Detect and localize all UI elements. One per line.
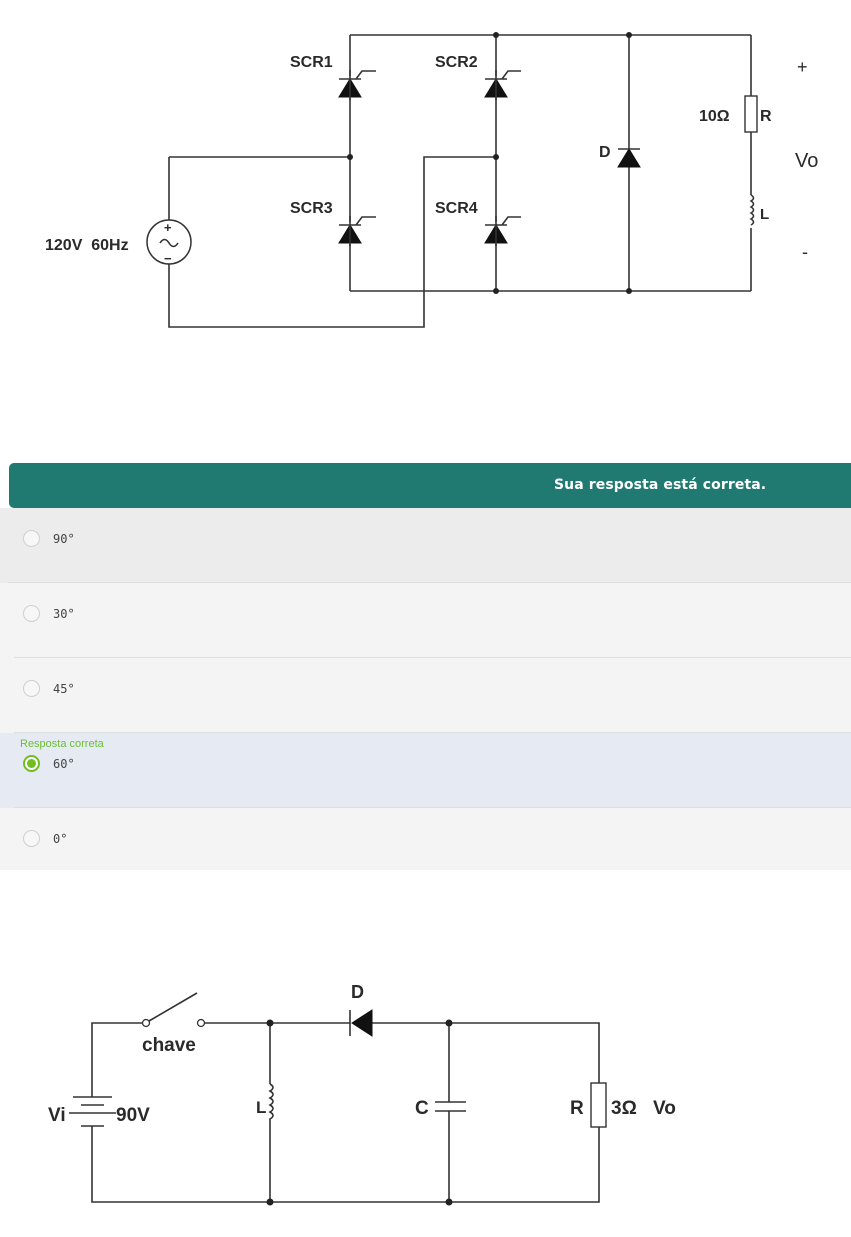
source-value-label: 90V	[116, 1105, 150, 1126]
switch-label: chave	[142, 1035, 196, 1056]
radio-button[interactable]	[23, 605, 40, 622]
junction-dot	[267, 1020, 274, 1027]
answer-label: 45°	[53, 682, 75, 696]
junction-dot	[493, 154, 499, 160]
answer-option-90[interactable]: 90°	[0, 508, 851, 583]
radio-button[interactable]	[23, 530, 40, 547]
answer-label: 0°	[53, 832, 67, 846]
junction-dot	[446, 1199, 453, 1206]
feedback-message: Sua resposta está correta.	[554, 477, 766, 493]
output-label: Vo	[795, 150, 818, 172]
capacitor-label: C	[415, 1098, 429, 1119]
scr3-label: SCR3	[290, 200, 333, 217]
junction-dot	[347, 154, 353, 160]
answer-option-0[interactable]: 0°	[0, 808, 851, 870]
correct-answer-tag: Resposta correta	[20, 738, 104, 750]
output-minus-label: -	[802, 242, 808, 262]
scr4-symbol	[482, 216, 521, 246]
diode-symbol	[350, 1010, 372, 1036]
resistor-symbol	[745, 96, 757, 132]
junction-dot	[493, 32, 499, 38]
resistor-symbol	[591, 1083, 606, 1127]
scr3-symbol	[336, 216, 376, 246]
diode-label: D	[351, 982, 364, 1002]
answer-label: 90°	[53, 532, 75, 546]
output-plus-label: +	[797, 57, 808, 77]
circuit-diagram-bridge: SCR1 SCR2 SCR3 SCR4 D 10Ω R L + Vo - 120…	[0, 0, 851, 340]
inductor-label: L	[256, 1098, 266, 1117]
source-name-label: Vi	[48, 1105, 66, 1126]
radio-button[interactable]	[23, 680, 40, 697]
scr1-label: SCR1	[290, 54, 333, 71]
source-plus-label: +	[164, 220, 172, 235]
inductor-symbol	[270, 1084, 273, 1124]
answer-label: 30°	[53, 607, 75, 621]
switch-symbol	[143, 993, 205, 1027]
inductor-symbol	[751, 195, 754, 225]
junction-dot	[626, 288, 632, 294]
freewheel-diode-symbol	[618, 149, 640, 167]
answer-label: 60°	[53, 757, 75, 771]
radio-button-selected[interactable]	[23, 755, 40, 772]
junction-dot	[493, 288, 499, 294]
capacitor-symbol	[435, 1102, 466, 1111]
resistor-value: 3Ω	[611, 1098, 637, 1119]
answer-options: 90° 30° 45° Resposta correta 60° 0°	[0, 508, 851, 870]
resistor-value: 10Ω	[699, 108, 730, 125]
diode-label: D	[599, 144, 611, 161]
answer-option-30[interactable]: 30°	[0, 583, 851, 658]
answer-option-60[interactable]: Resposta correta 60°	[0, 733, 851, 808]
scr4-label: SCR4	[435, 200, 478, 217]
radio-button[interactable]	[23, 830, 40, 847]
source-label: 120V 60Hz	[45, 237, 129, 254]
scr1-symbol	[336, 70, 376, 100]
answer-option-45[interactable]: 45°	[0, 658, 851, 733]
scr2-label: SCR2	[435, 54, 478, 71]
feedback-banner: Sua resposta está correta.	[9, 463, 851, 508]
junction-dot	[446, 1020, 453, 1027]
junction-dot	[267, 1199, 274, 1206]
circuit-diagram-converter: chave D Vi 90V L C R 3Ω Vo	[0, 960, 851, 1237]
scr2-symbol	[482, 70, 521, 100]
resistor-label: R	[570, 1098, 584, 1119]
battery-symbol	[69, 1097, 116, 1126]
output-label: Vo	[653, 1098, 676, 1119]
inductor-label: L	[760, 206, 769, 223]
source-minus-label: −	[164, 251, 172, 266]
resistor-label: R	[760, 108, 772, 125]
junction-dot	[626, 32, 632, 38]
